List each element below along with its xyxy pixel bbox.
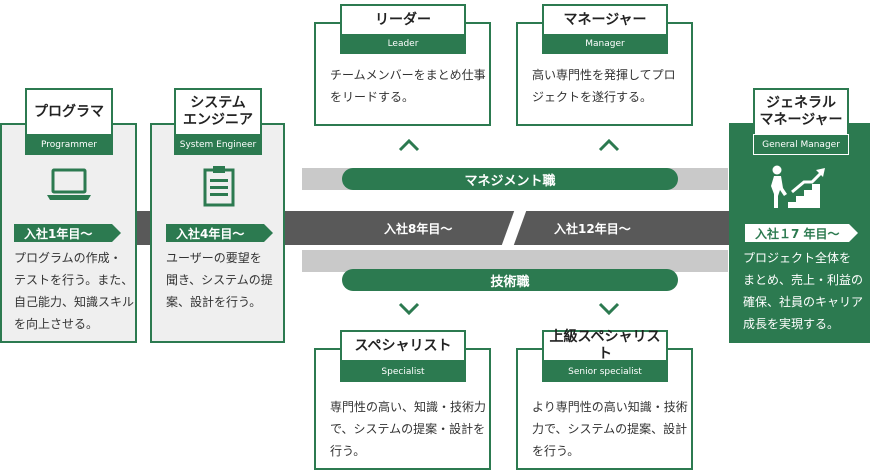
management-track-pill: マネジメント職 [342, 168, 678, 190]
system-engineer-title: システム エンジニア [174, 88, 262, 136]
leader-description: チームメンバーをまとめ仕事 をリードする。 [330, 68, 486, 104]
system-engineer-subtitle: System Engineer [174, 134, 262, 155]
chevron-down-icon [598, 302, 620, 316]
system-engineer-year-badge: 入社4年目〜 [166, 224, 273, 242]
year-badge-arrow [849, 224, 858, 242]
leader-title: リーダー [340, 4, 466, 36]
manager-description: 高い専門性を発揮してプロ ジェクトを遂行する。 [532, 68, 676, 104]
programmer-subtitle: Programmer [25, 134, 113, 155]
clipboard-icon [203, 166, 235, 207]
general-manager-year-badge: 入社１7 年目〜 [745, 224, 849, 242]
programmer-title: プログラマ [25, 88, 113, 136]
chevron-up-icon [598, 138, 620, 152]
chevron-up-icon [398, 138, 420, 152]
specialist-description: 専門性の高い、知識・技術力 で、システムの提案・設計を 行う。 [330, 400, 487, 458]
senior-specialist-description: より専門性の高い知識・技術 力で、システムの提案、設計 を行う。 [532, 400, 688, 458]
specialist-title: スペシャリスト [340, 330, 466, 362]
leader-subtitle: Leader [340, 34, 466, 54]
career-timeline-bar [0, 211, 870, 245]
laptop-icon [47, 168, 91, 200]
general-manager-title: ジェネラル マネージャー [753, 88, 849, 136]
programmer-year-badge: 入社1年目〜 [14, 224, 121, 242]
technical-band [302, 250, 728, 272]
general-manager-subtitle: General Manager [753, 134, 849, 155]
general-manager-description: プロジェクト全体を まとめ、売上・利益の 確保、社員のキャリア 成長を実現する。 [743, 251, 864, 331]
chevron-down-icon [398, 302, 420, 316]
timeline-year8-label: 入社8年目〜 [384, 221, 453, 236]
technical-track-pill: 技術職 [342, 269, 678, 291]
manager-subtitle: Manager [542, 34, 668, 54]
timeline-year12-label: 入社12年目〜 [554, 221, 631, 236]
specialist-subtitle: Specialist [340, 362, 466, 382]
system-engineer-description: ユーザーの要望を 聞き、システムの提 案、設計を行う。 [166, 251, 273, 309]
stairs-climb-icon [771, 165, 825, 208]
programmer-description: プログラムの作成・ テストを行う。また、 自己能力、知識スキル を向上させる。 [14, 251, 135, 331]
manager-title: マネージャー [542, 4, 668, 36]
senior-specialist-title: 上級スペシャリスト [542, 329, 668, 362]
senior-specialist-subtitle: Senior specialist [542, 362, 668, 382]
timeline-divider [500, 206, 528, 250]
